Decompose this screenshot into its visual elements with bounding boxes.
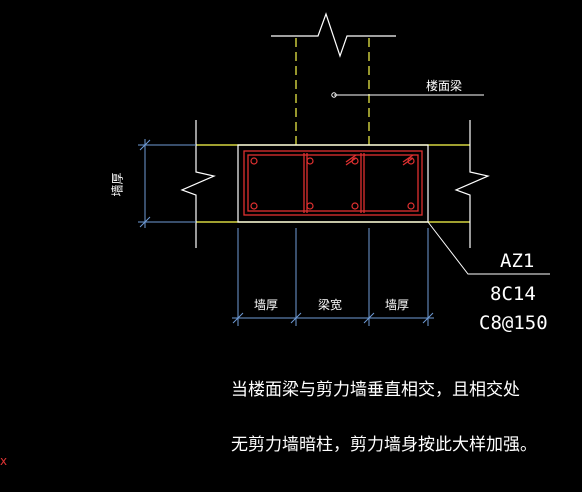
column-outline <box>237 144 429 223</box>
horizontal-dimension <box>232 228 434 326</box>
wall-break-left <box>180 120 216 248</box>
wall-break-right <box>454 120 490 248</box>
beam-break-line <box>271 12 396 58</box>
beam-leader <box>331 92 484 98</box>
vertical-dimension <box>138 139 196 228</box>
side-dimension-text: 墙厚 <box>110 172 125 197</box>
column-id: AZ1 <box>500 250 535 272</box>
wall-thickness-left-label: 墙厚 <box>254 298 279 312</box>
rebar-cage <box>243 150 423 216</box>
column-leader <box>427 221 550 275</box>
floor-beam <box>295 38 370 145</box>
longitudinal-rebar-spec: 8C14 <box>490 283 536 305</box>
beam-width-label: 梁宽 <box>318 298 343 312</box>
wall-thickness-right-label: 墙厚 <box>385 298 410 312</box>
note-line-1: 当楼面梁与剪力墙垂直相交，且相交处 <box>231 380 520 400</box>
stirrup-spec: C8@150 <box>479 312 548 334</box>
beam-label: 楼面梁 <box>426 79 463 93</box>
longitudinal-bars <box>250 157 415 210</box>
note-line-2: 无剪力墙暗柱，剪力墙身按此大样加强。 <box>231 435 537 455</box>
axis-mark: x <box>0 454 8 468</box>
